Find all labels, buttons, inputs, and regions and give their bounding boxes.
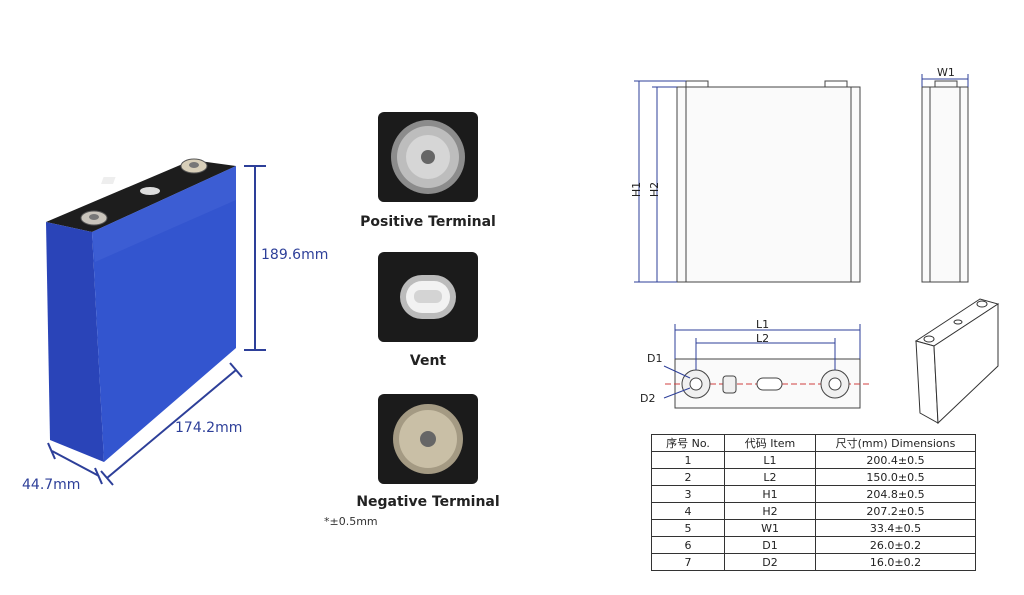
cell-item: H1 [724, 485, 816, 503]
positive-terminal-photo [378, 112, 478, 202]
drawing-label-d2: D2 [640, 392, 656, 405]
cell-dimension: 16.0±0.2 [815, 553, 976, 571]
header-dimensions: 尺寸(mm) Dimensions [815, 434, 976, 452]
drawing-label-h1: H1 [630, 181, 644, 198]
negative-terminal-photo [378, 394, 478, 484]
length-dimension-label: 174.2mm [175, 420, 243, 436]
cell-dimension: 150.0±0.5 [815, 468, 976, 486]
cell-no: 2 [651, 468, 725, 486]
width-dimension-label: 44.7mm [22, 477, 81, 493]
table-header-row: 序号 No. 代码 Item 尺寸(mm) Dimensions [651, 434, 976, 452]
cell-item: D1 [724, 536, 816, 554]
cell-no: 7 [651, 553, 725, 571]
drawing-label-d1: D1 [647, 352, 663, 365]
drawing-label-w1: W1 [937, 66, 955, 79]
vent-photo [378, 252, 478, 342]
dimension-lines-left [47, 165, 266, 486]
cell-dimension: 204.8±0.5 [815, 485, 976, 503]
height-dimension-label: 189.6mm [261, 247, 329, 263]
tolerance-note: *±0.5mm [324, 515, 378, 528]
cell-no: 5 [651, 519, 725, 537]
cell-dimension: 33.4±0.5 [815, 519, 976, 537]
cell-no: 1 [651, 451, 725, 469]
cell-item: H2 [724, 502, 816, 520]
cell-dimension: 207.2±0.5 [815, 502, 976, 520]
cell-no: 3 [651, 485, 725, 503]
cell-item: L2 [724, 468, 816, 486]
drawing-label-l1: L1 [756, 318, 770, 331]
cell-item: D2 [724, 553, 816, 571]
drawing-label-h2: H2 [648, 181, 662, 198]
cell-item: L1 [724, 451, 816, 469]
drawing-label-l2: L2 [756, 332, 770, 345]
cell-item: W1 [724, 519, 816, 537]
battery-cell-illustration [46, 158, 236, 462]
cell-no: 4 [651, 502, 725, 520]
cell-dimension: 26.0±0.2 [815, 536, 976, 554]
cell-no: 6 [651, 536, 725, 554]
positive-terminal-label: Positive Terminal [360, 214, 496, 230]
vent-label: Vent [409, 353, 447, 369]
technical-drawing [634, 74, 1000, 425]
cell-dimension: 200.4±0.5 [815, 451, 976, 469]
negative-terminal-label: Negative Terminal [356, 494, 500, 510]
header-no: 序号 No. [651, 434, 725, 452]
header-item: 代码 Item [724, 434, 816, 452]
